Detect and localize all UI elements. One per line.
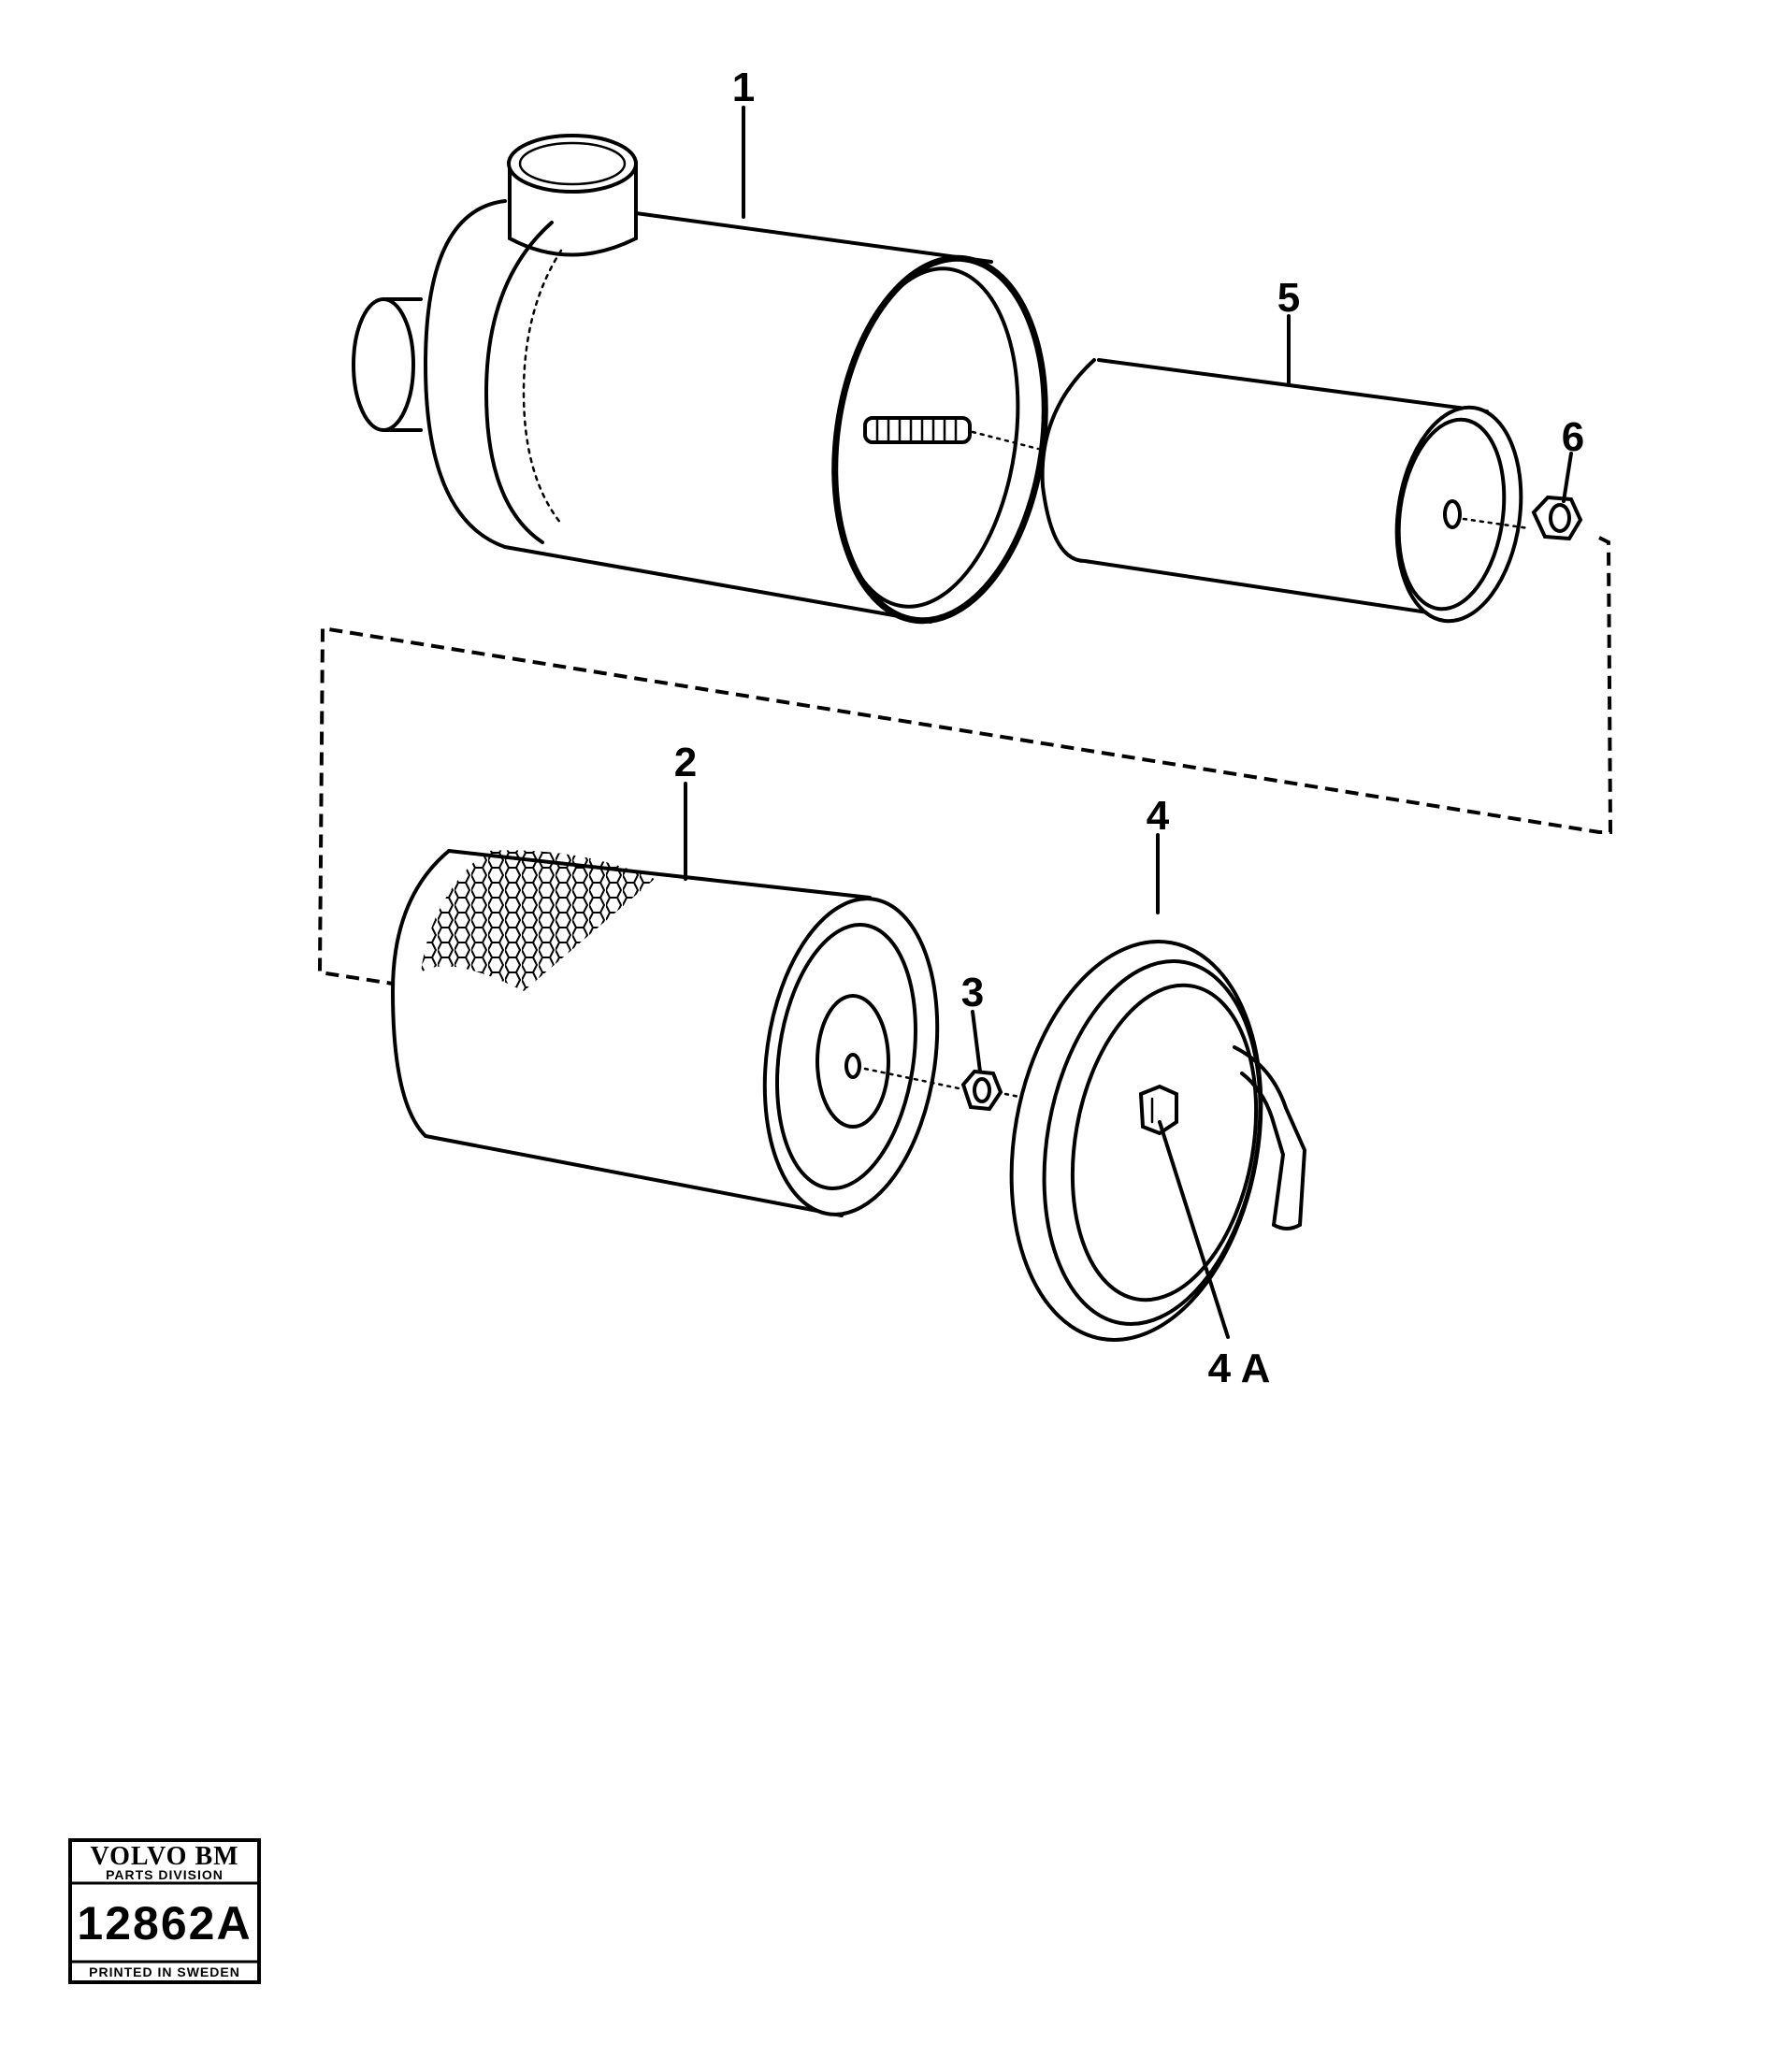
callout-6: 6 xyxy=(1562,414,1584,460)
safety-filter-element xyxy=(1040,358,1531,624)
main-filter-element xyxy=(391,849,965,1217)
callout-1: 1 xyxy=(732,65,755,110)
callout-3: 3 xyxy=(961,970,984,1015)
volvo-bm-stamp: VOLVO BM PARTS DIVISION 12862A PRINTED I… xyxy=(68,1838,261,1984)
stamp-printed: PRINTED IN SWEDEN xyxy=(89,1964,240,1979)
assembly-dashed-line xyxy=(317,536,1613,986)
callout-2: 2 xyxy=(674,740,697,785)
stamp-division: PARTS DIVISION xyxy=(106,1867,224,1882)
stamp-number: 12862A xyxy=(77,1897,252,1950)
filter-cover xyxy=(1009,940,1306,1342)
air-cleaner-housing xyxy=(352,134,1048,625)
stamp-brand: VOLVO BM xyxy=(90,1842,238,1871)
callout-5: 5 xyxy=(1277,275,1300,321)
nut-6 xyxy=(1531,495,1583,541)
cover-clip-4a xyxy=(1138,1084,1178,1136)
callout-4: 4 xyxy=(1147,793,1170,839)
callout-4a: 4 A xyxy=(1208,1345,1271,1391)
leader-lines xyxy=(684,106,1573,1339)
